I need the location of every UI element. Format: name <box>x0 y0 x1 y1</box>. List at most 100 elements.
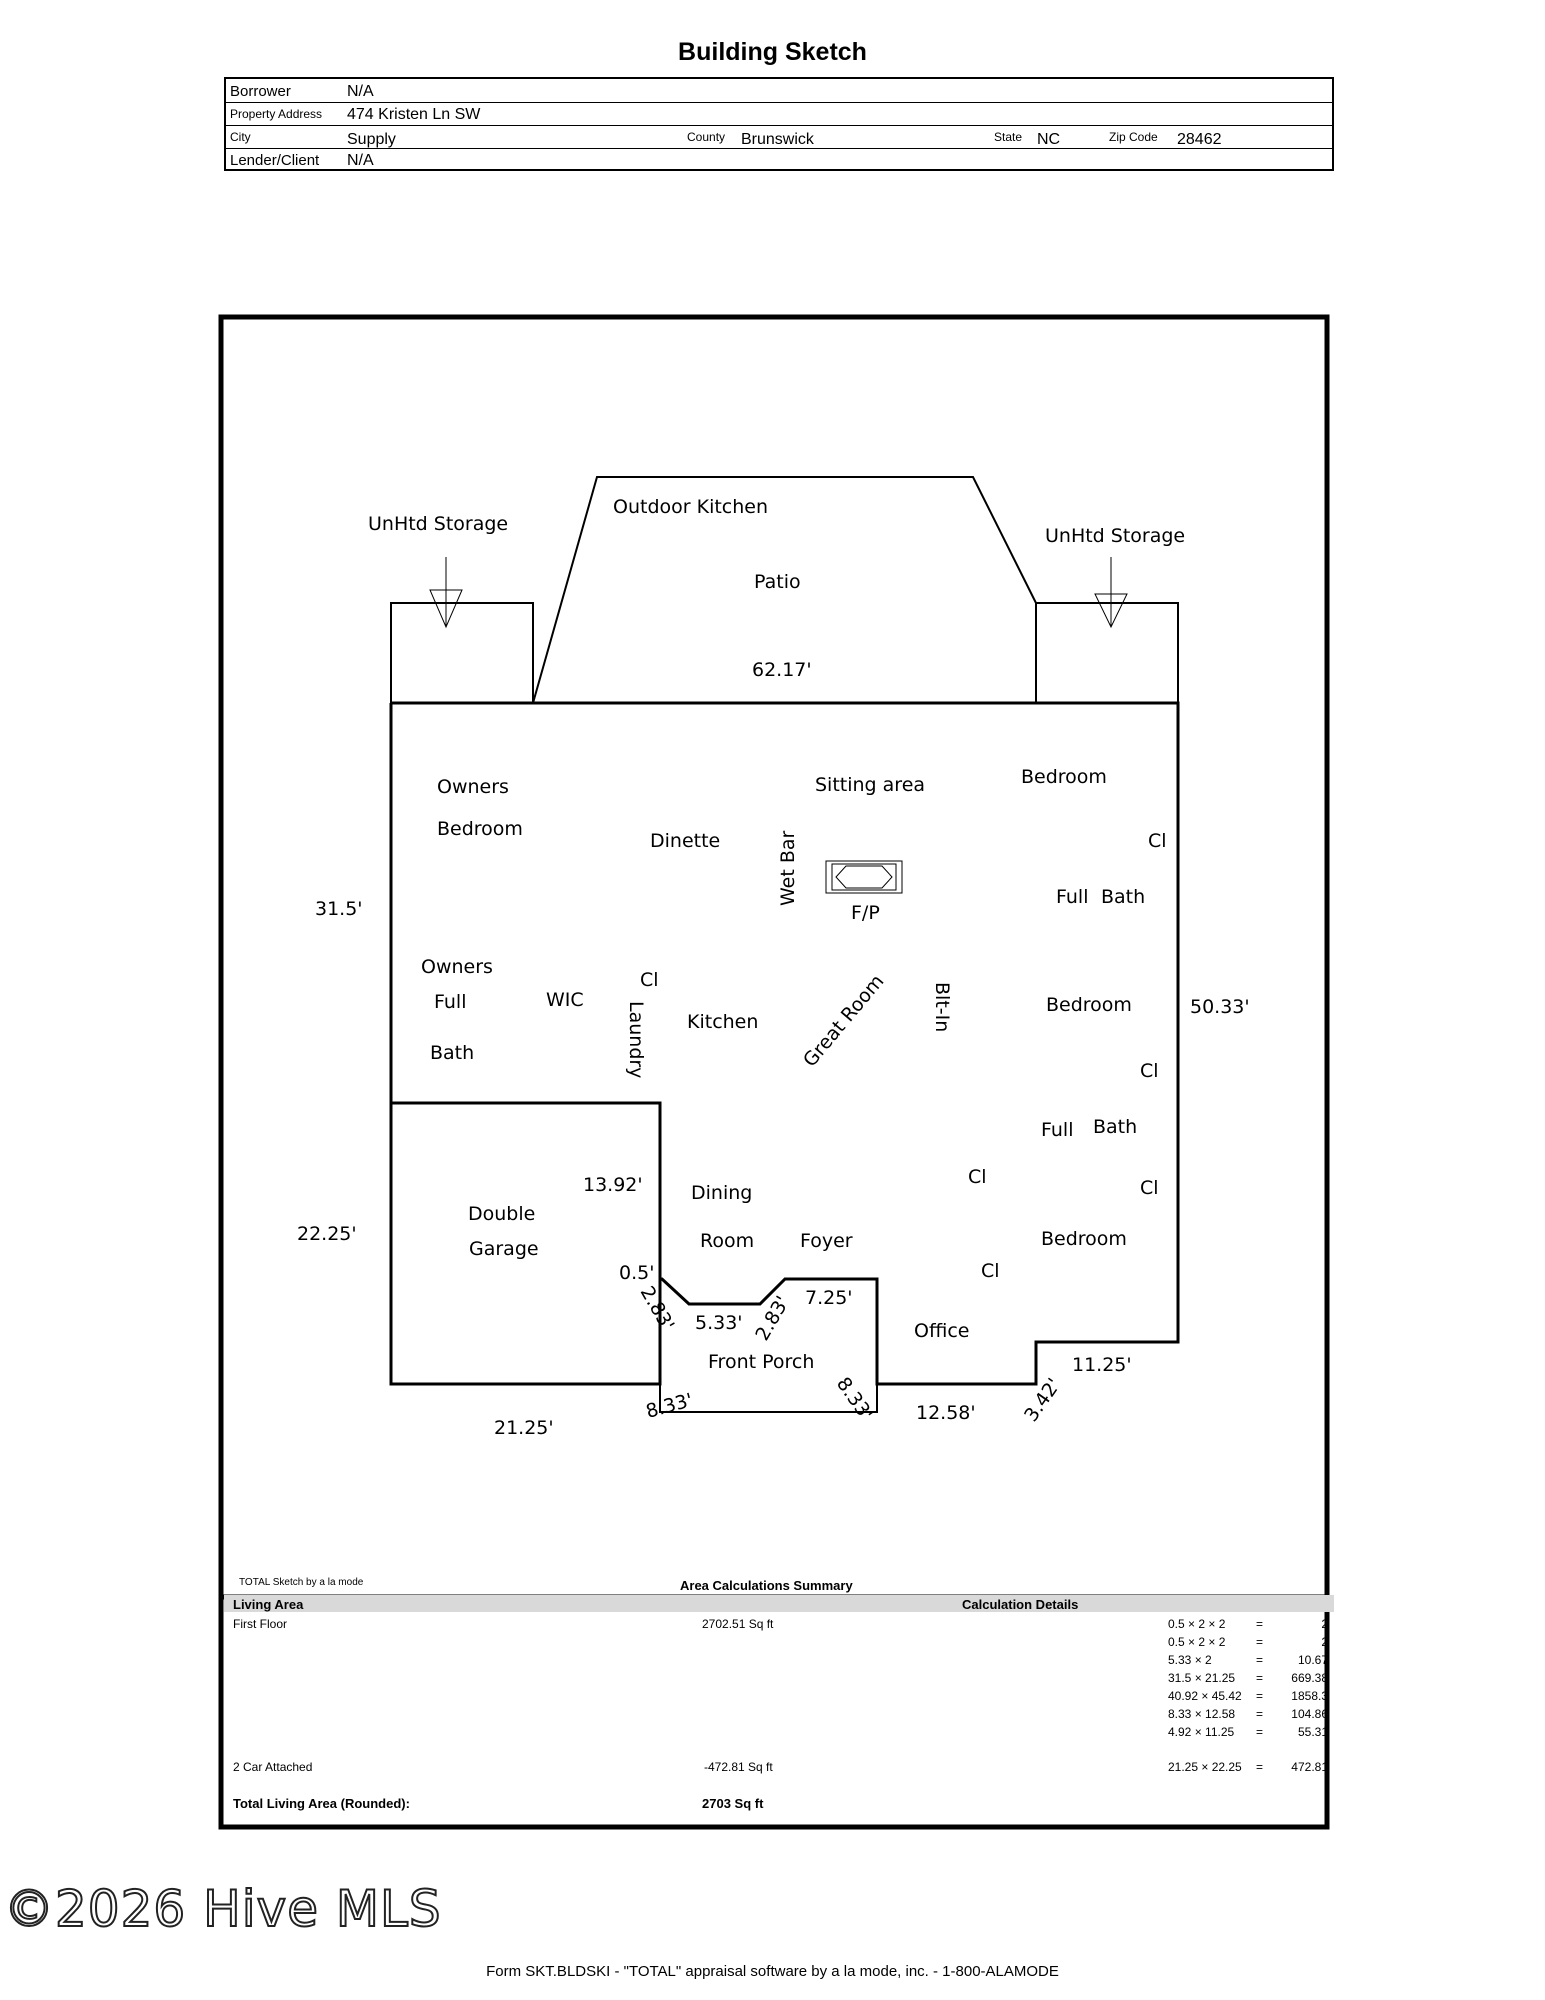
page-title: Building Sketch <box>678 38 867 66</box>
label-bedroom-2: Bedroom <box>1021 766 1107 788</box>
calc-row: 0.5 × 2 × 2=2 <box>1168 1635 1328 1649</box>
label-kitchen: Kitchen <box>687 1011 758 1033</box>
dim-22-25: 22.25' <box>297 1223 357 1245</box>
calc-row: 0.5 × 2 × 2=2 <box>1168 1617 1328 1631</box>
city-value: Supply <box>347 131 396 148</box>
label-bath-1: Bath <box>1101 886 1145 908</box>
dim-50-33: 50.33' <box>1190 996 1250 1018</box>
borrower-label: Borrower <box>230 83 291 100</box>
label-full-1: Full <box>1056 886 1089 908</box>
dim-3-42: 3.42' <box>1020 1374 1065 1426</box>
dim-13-92: 13.92' <box>583 1174 643 1196</box>
label-dining: Dining <box>691 1182 752 1204</box>
label-unhtd-storage-left: UnHtd Storage <box>368 513 508 535</box>
garage-label: 2 Car Attached <box>233 1760 313 1774</box>
label-great-room: Great Room <box>799 970 889 1071</box>
storage-left-outline <box>390 602 534 704</box>
sketch-credit: TOTAL Sketch by a la mode <box>239 1577 364 1588</box>
dim-5-33: 5.33' <box>695 1312 743 1334</box>
dim-11-25: 11.25' <box>1072 1354 1132 1376</box>
label-wic: WIC <box>546 989 584 1011</box>
label-fireplace: F/P <box>851 902 880 924</box>
calc-row: 5.33 × 2=10.67 <box>1168 1653 1328 1667</box>
label-garage: Garage <box>469 1238 539 1260</box>
zip-label: Zip Code <box>1109 130 1158 144</box>
dim-8-33-right: 8.33' <box>832 1373 877 1425</box>
label-sitting-area: Sitting area <box>815 774 925 796</box>
garage-calc-row: 21.25 × 22.25=472.81 <box>1168 1760 1328 1774</box>
dim-21-25: 21.25' <box>494 1417 554 1439</box>
lender-label: Lender/Client <box>230 152 320 169</box>
label-wet-bar: Wet Bar <box>777 830 799 906</box>
calc-row: 8.33 × 12.58=104.86 <box>1168 1707 1328 1721</box>
label-owners-2: Owners <box>421 956 493 978</box>
calculation-details-header: Calculation Details <box>962 1597 1079 1612</box>
borrower-value: N/A <box>347 83 374 100</box>
label-laundry: Laundry <box>625 1001 647 1078</box>
label-built-in: Blt-In <box>931 982 953 1032</box>
address-value: 474 Kristen Ln SW <box>347 106 481 123</box>
zip-value: 28462 <box>1177 131 1222 148</box>
label-bath-2: Bath <box>1093 1116 1137 1138</box>
dim-2-83-right: 2.83' <box>751 1292 794 1344</box>
total-living-area-label: Total Living Area (Rounded): <box>233 1796 410 1811</box>
summary-title: Area Calculations Summary <box>680 1578 853 1593</box>
front-porch-outline <box>659 1384 878 1413</box>
city-label: City <box>230 130 251 144</box>
label-front-porch: Front Porch <box>708 1351 814 1373</box>
label-foyer: Foyer <box>800 1230 853 1252</box>
label-closet-5: Cl <box>1140 1177 1159 1199</box>
label-office: Office <box>914 1320 969 1342</box>
area-summary-table: Living Area Calculation Details First Fl… <box>224 1595 1334 1831</box>
dim-31-5: 31.5' <box>315 898 363 920</box>
label-owners-1: Owners <box>437 776 509 798</box>
label-closet-4: Cl <box>968 1166 987 1188</box>
state-value: NC <box>1037 131 1061 148</box>
label-bedroom-4: Bedroom <box>1041 1228 1127 1250</box>
label-closet-6: Cl <box>981 1260 1000 1282</box>
property-header-table: Borrower N/A Property Address 474 Kriste… <box>224 77 1334 171</box>
borrower-row: Borrower N/A <box>226 79 1332 103</box>
dim-8-33-left: 8.33' <box>644 1389 696 1423</box>
label-dinette: Dinette <box>650 830 720 852</box>
living-area-header: Living Area <box>233 1597 304 1612</box>
label-patio: Patio <box>754 571 801 593</box>
dim-12-58: 12.58' <box>916 1402 976 1424</box>
sketch-frame <box>218 314 1330 1830</box>
dim-62-17: 62.17' <box>752 659 812 681</box>
fireplace-icon <box>825 860 903 894</box>
address-row: Property Address 474 Kristen Ln SW <box>226 102 1332 126</box>
label-owners-bedroom: Bedroom <box>437 818 523 840</box>
summary-header-band <box>224 1595 1334 1612</box>
calc-row: 40.92 × 45.42=1858.3 <box>1168 1689 1328 1703</box>
label-bedroom-3: Bedroom <box>1046 994 1132 1016</box>
first-floor-label: First Floor <box>233 1617 287 1631</box>
garage-area: -472.81 Sq ft <box>704 1760 773 1774</box>
lender-value: N/A <box>347 152 374 169</box>
total-living-area-value: 2703 Sq ft <box>702 1796 764 1811</box>
county-label: County <box>687 130 726 144</box>
address-label: Property Address <box>230 107 323 121</box>
label-closet-2: Cl <box>640 969 659 991</box>
calc-row: 31.5 × 21.25=669.38 <box>1168 1671 1328 1685</box>
label-full-2: Full <box>1041 1119 1074 1141</box>
label-owners-bath: Bath <box>430 1042 474 1064</box>
label-unhtd-storage-right: UnHtd Storage <box>1045 525 1185 547</box>
dim-0-5: 0.5' <box>619 1262 654 1284</box>
storage-right-arrow <box>1094 557 1128 629</box>
house-outline <box>391 701 1180 1386</box>
watermark: ©2026 Hive MLS <box>3 1879 442 1939</box>
storage-left-arrow <box>429 557 463 629</box>
lender-row: Lender/Client N/A <box>226 148 1332 171</box>
calc-row: 4.92 × 11.25=55.31 <box>1168 1725 1328 1739</box>
label-dining-room: Room <box>700 1230 754 1252</box>
label-outdoor-kitchen: Outdoor Kitchen <box>613 496 768 518</box>
form-footer: Form SKT.BLDSKI - "TOTAL" appraisal soft… <box>486 1963 1059 1980</box>
city-row: City Supply County Brunswick State NC Zi… <box>226 125 1332 149</box>
label-owners-full: Full <box>434 991 467 1013</box>
dim-7-25: 7.25' <box>805 1287 853 1309</box>
label-double: Double <box>468 1203 535 1225</box>
county-value: Brunswick <box>741 131 814 148</box>
label-closet-1: Cl <box>1148 830 1167 852</box>
state-label: State <box>994 130 1023 144</box>
